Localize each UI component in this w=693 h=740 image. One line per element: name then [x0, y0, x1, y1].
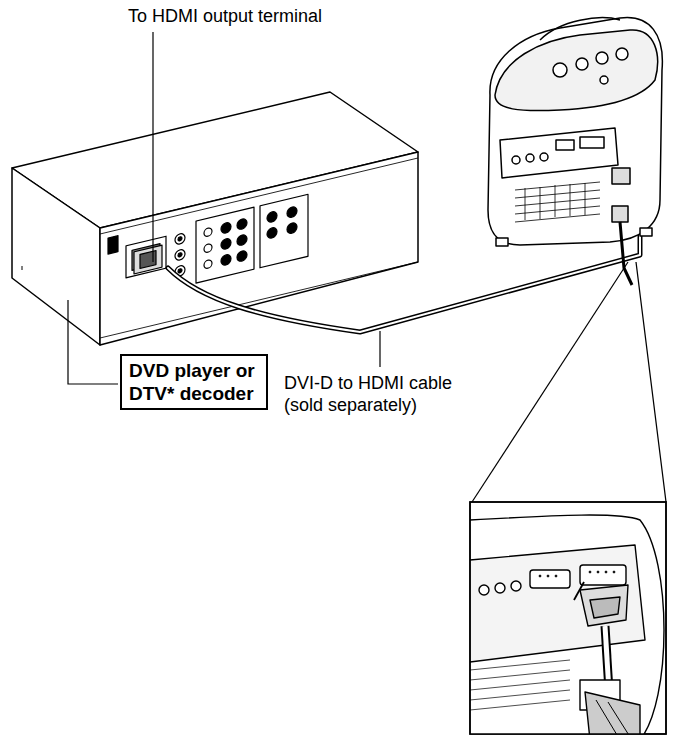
- device-label: DVD player or DTV* decoder: [129, 359, 259, 405]
- dvd-player: [22, 266, 23, 270]
- dvd-player: [204, 227, 212, 237]
- inset-closeup: [539, 575, 541, 577]
- leader-line: [636, 262, 666, 502]
- projector: [620, 222, 632, 285]
- cable: [168, 178, 640, 332]
- projector: [612, 168, 630, 184]
- dvd-player: [100, 158, 418, 234]
- dvd-player: [175, 249, 185, 261]
- dvd-player: [237, 250, 247, 262]
- projector: [525, 183, 585, 220]
- inset-closeup: [613, 571, 615, 573]
- inset-closeup: [470, 545, 645, 662]
- dvd-player: [204, 259, 212, 269]
- dvd-player: [287, 206, 297, 218]
- inset-closeup: [530, 570, 570, 588]
- dvd-player: [221, 254, 231, 266]
- inset-closeup: [596, 700, 632, 734]
- inset-closeup: [470, 660, 570, 710]
- leader-line: [472, 262, 628, 502]
- dvd-player: [196, 207, 254, 283]
- leader-line: [68, 300, 118, 384]
- dvd-player: [178, 252, 182, 257]
- dvd-player: [108, 236, 118, 254]
- projector: [515, 182, 600, 222]
- dvd-player: [134, 245, 162, 274]
- projector: [540, 153, 548, 161]
- inset-closeup: [585, 692, 640, 734]
- projector: [496, 238, 508, 246]
- dvd-player: [260, 194, 308, 267]
- inset-closeup: [590, 597, 620, 618]
- inset-closeup: [555, 575, 557, 577]
- inset-closeup: [597, 571, 599, 573]
- inset-closeup: [495, 583, 505, 593]
- projector: [500, 128, 618, 178]
- dvd-player: [204, 243, 212, 253]
- inset-closeup: [470, 515, 664, 734]
- inset-closeup: [511, 581, 521, 591]
- cable: [168, 178, 640, 332]
- projector: [553, 63, 567, 77]
- leader-line: [379, 331, 380, 367]
- dvd-player: [140, 251, 156, 269]
- projector: [488, 18, 662, 285]
- dvd-player: [267, 211, 277, 223]
- inset-closeup: [479, 585, 489, 595]
- inset-closeup: [470, 502, 666, 734]
- dvd-player: [267, 227, 277, 239]
- dvd-player: [287, 222, 297, 234]
- inset-closeup: [589, 571, 591, 573]
- dvd-player: [126, 236, 166, 278]
- dvd-player: [221, 222, 231, 234]
- inset-closeup: [547, 575, 549, 577]
- inset-closeup: [605, 571, 607, 573]
- cable: [168, 178, 640, 332]
- inset-closeup: [470, 502, 666, 740]
- inset-closeup: [470, 660, 570, 710]
- dvd-player: [175, 233, 185, 245]
- projector: [640, 228, 652, 236]
- dvd-player: [237, 234, 247, 246]
- inset-closeup: [470, 515, 664, 734]
- projector: [612, 206, 628, 222]
- projector: [495, 30, 658, 111]
- callout-text: DVI-D to HDMI cable (sold separately): [284, 372, 489, 416]
- projector: [576, 58, 588, 70]
- device-label-box: DVD player or DTV* decoder: [120, 354, 268, 410]
- inset-closeup: [580, 565, 626, 585]
- projector: [526, 154, 534, 162]
- dvd-player: [12, 168, 100, 345]
- callout-text: To HDMI output terminal: [128, 5, 428, 27]
- projector: [556, 140, 574, 150]
- projector: [540, 18, 620, 40]
- projector: [580, 137, 604, 148]
- projector: [512, 156, 520, 164]
- dvd-player: [237, 218, 247, 230]
- dvd-player: [178, 236, 182, 241]
- dvd-player: [178, 268, 182, 273]
- projector: [515, 182, 600, 222]
- callout-wrap: DVI-D to HDMI cable (sold separately): [284, 372, 489, 416]
- dvd-player: [100, 152, 418, 345]
- callout-wrap: To HDMI output terminal: [128, 5, 428, 27]
- projector: [596, 52, 608, 64]
- inset-closeup: [580, 585, 628, 626]
- inset-closeup: [539, 571, 615, 577]
- projector: [600, 76, 608, 84]
- leader-line: [152, 32, 153, 262]
- projector: [616, 48, 628, 60]
- dvd-player: [221, 238, 231, 250]
- dvd-player: [12, 92, 418, 345]
- projector: [488, 18, 662, 245]
